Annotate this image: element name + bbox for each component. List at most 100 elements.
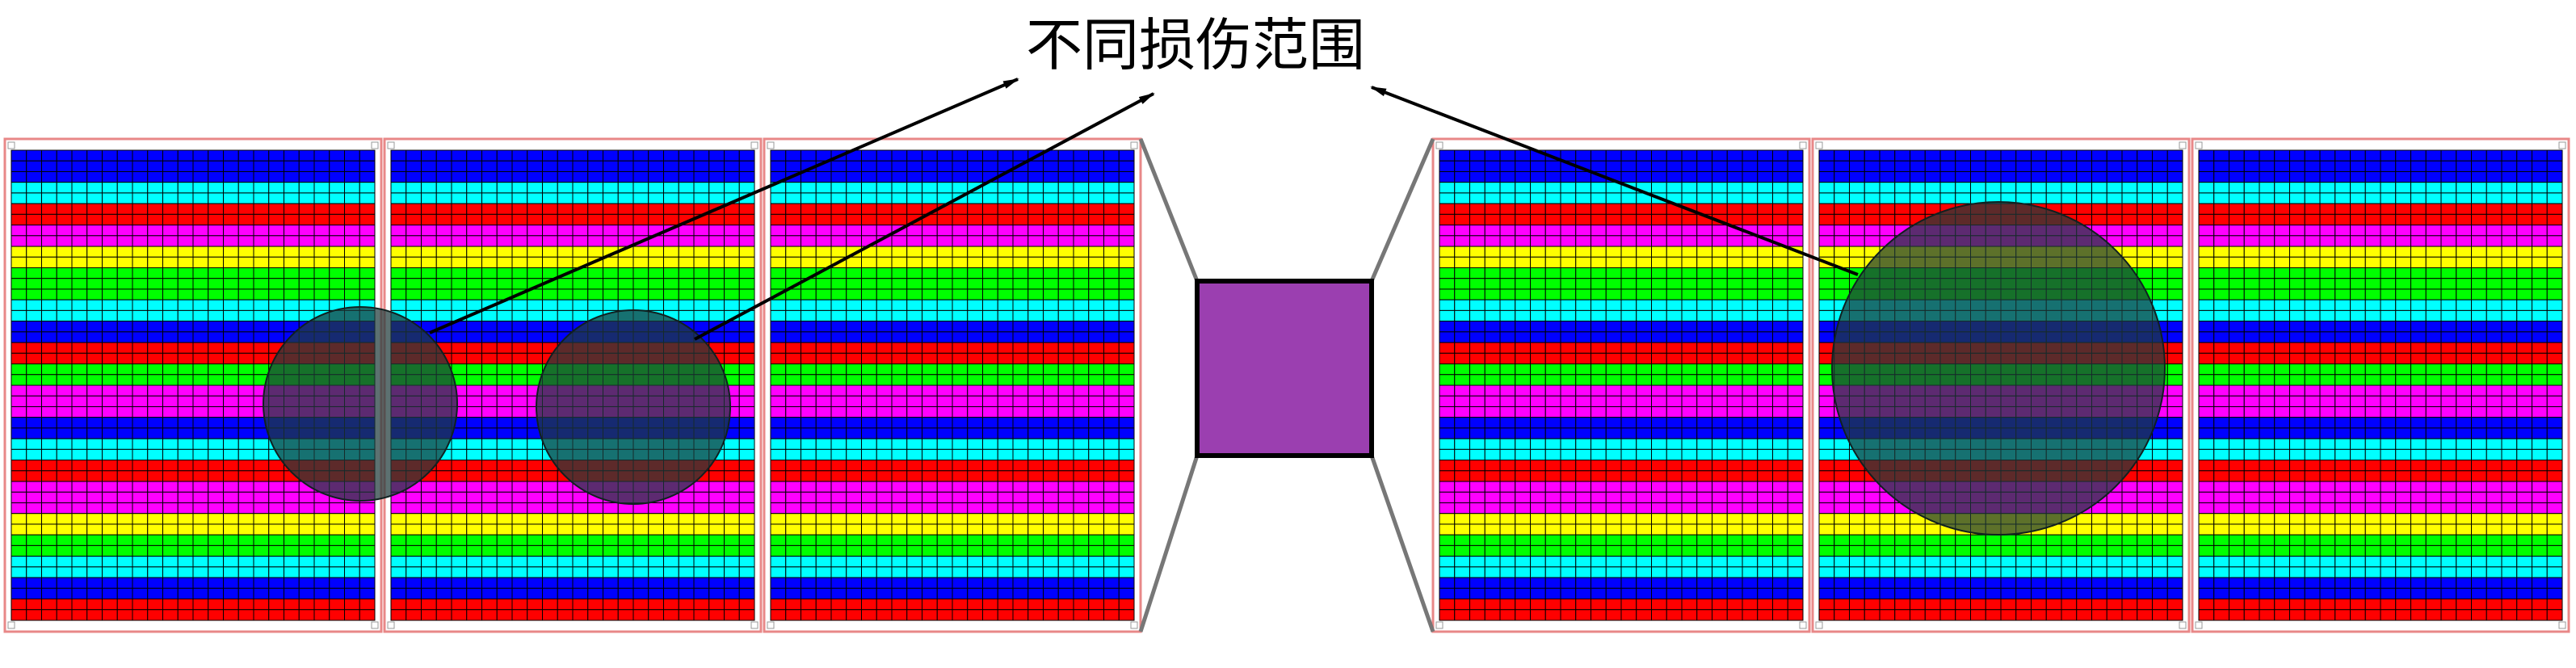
lattice-cell [693,534,710,546]
lattice-cell [1103,149,1120,162]
lattice-cell [738,352,755,365]
lattice-cell [116,374,133,386]
lattice-cell [906,374,922,386]
lattice-cell [936,599,953,611]
lattice-cell [952,246,969,258]
lattice-cell [1043,481,1059,493]
lattice-cell [1118,256,1135,268]
lattice-cell [86,470,103,482]
lattice-cell [603,170,619,183]
lattice-cell [1575,331,1591,343]
lattice-cell [1515,256,1531,268]
lattice-cell [132,470,149,482]
lattice-cell [708,331,725,343]
lattice-cell [86,299,103,311]
lattice-cell [481,192,498,204]
lattice-cell [952,502,969,515]
lattice-cell [617,566,634,578]
lattice-cell [1515,246,1531,258]
lattice-cell [41,149,57,162]
lattice-cell [253,481,270,493]
lattice-cell [71,235,88,247]
lattice-cell [801,342,817,354]
lattice-cell [2152,438,2168,450]
lattice-cell [2106,203,2123,215]
lattice-cell [2031,182,2047,194]
lattice-cell [724,534,740,546]
lattice-cell [435,491,452,504]
lattice-cell [527,182,543,194]
lattice-cell [390,556,407,568]
lattice-cell [876,609,893,621]
lattice-cell [1499,192,1516,204]
corner-marker [750,621,759,629]
lattice-cell [801,321,817,333]
lattice-cell [435,556,452,568]
lattice-cell [421,491,437,504]
lattice-cell [922,599,938,611]
lattice-cell [967,192,983,204]
lattice-cell [284,225,300,237]
lattice-cell [466,342,482,354]
lattice-cell [922,609,938,621]
lattice-cell [1515,160,1531,172]
lattice-cell [162,309,179,322]
lattice-cell [147,587,163,600]
lattice-cell [1088,192,1104,204]
lattice-cell [1834,438,1850,450]
lattice-cell [2166,405,2183,418]
lattice-cell [1620,342,1637,354]
lattice-cell [1012,513,1029,525]
lattice-cell [421,246,437,258]
lattice-cell [2121,192,2138,204]
lattice-cell [1515,278,1531,290]
lattice-cell [1073,523,1090,536]
lattice-cell [801,566,817,578]
lattice-cell [2121,203,2138,215]
lattice-cell [1118,395,1135,407]
lattice-cell [617,288,634,300]
lattice-cell [982,352,998,365]
lattice-cell [41,309,57,322]
lattice-cell [71,438,88,450]
lattice-cell [1712,321,1728,333]
lattice-cell [967,599,983,611]
lattice-cell [1088,609,1104,621]
lattice-cell [1469,213,1486,226]
lattice-cell [177,427,194,439]
lattice-cell [268,267,284,279]
lattice-cell [1439,170,1456,183]
lattice-cell [663,170,679,183]
lattice-cell [906,235,922,247]
lattice-cell [1605,460,1622,472]
lattice-cell [2166,299,2183,311]
lattice-cell [1910,203,1926,215]
lattice-cell [1439,448,1456,461]
lattice-cell [237,342,254,354]
lattice-cell [11,470,27,482]
lattice-cell [770,491,787,504]
lattice-cell [26,544,42,557]
lattice-cell [41,256,57,268]
lattice-cell [511,577,528,589]
lattice-cell [1530,278,1546,290]
lattice-cell [1712,149,1728,162]
lattice-cell [192,288,209,300]
lattice-cell [177,213,194,226]
lattice-cell [1712,544,1728,557]
lattice-cell [344,235,360,247]
lattice-cell [1787,438,1804,450]
lattice-cell [693,321,710,333]
lattice-cell [861,331,877,343]
lattice-cell [952,544,969,557]
lattice-cell [1726,203,1743,215]
lattice-cell [481,470,498,482]
lattice-cell [1073,556,1090,568]
lattice-cell [147,288,163,300]
lattice-cell [481,213,498,226]
lattice-cell [936,321,953,333]
lattice-cell [997,288,1014,300]
lattice-cell [876,363,893,376]
lattice-cell [1605,417,1622,429]
lattice-cell [511,192,528,204]
